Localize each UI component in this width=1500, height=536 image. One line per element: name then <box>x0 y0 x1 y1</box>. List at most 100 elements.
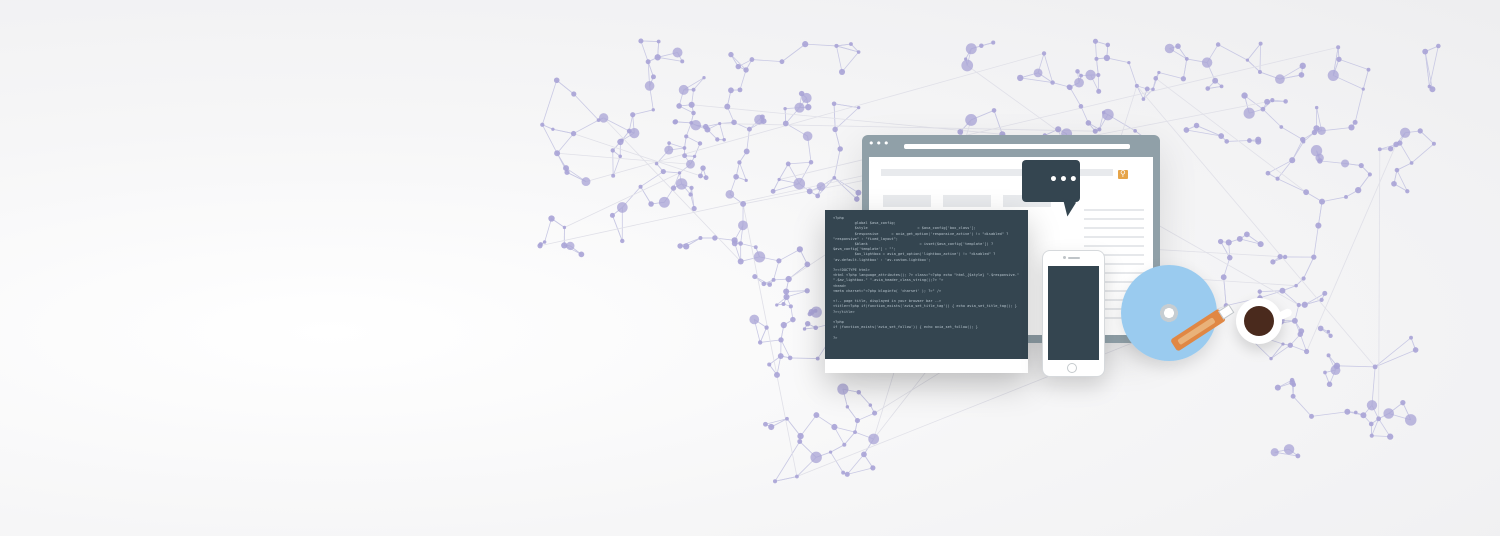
code-pane: <?php global $ava_config; $style = $ava_… <box>825 210 1028 359</box>
network-node <box>801 92 812 104</box>
network-node <box>1215 42 1221 47</box>
network-node <box>1317 126 1326 136</box>
network-node <box>813 325 819 331</box>
network-link <box>776 355 782 376</box>
network-link <box>993 110 1003 135</box>
network-node <box>571 91 577 97</box>
network-link <box>778 163 789 180</box>
network-node <box>1431 141 1436 146</box>
network-node <box>1270 448 1279 457</box>
network-node <box>715 137 720 142</box>
network-link <box>675 121 692 124</box>
network-node <box>1372 364 1378 370</box>
network-link <box>1207 85 1222 89</box>
network-link <box>841 51 859 73</box>
network-node <box>783 293 790 301</box>
network-node <box>609 212 615 218</box>
network-node <box>1366 67 1371 72</box>
network-node <box>1220 274 1227 281</box>
code-editor-window: <?php global $ava_config; $style = $ava_… <box>825 210 1028 373</box>
network-node <box>965 43 977 55</box>
network-node <box>738 241 743 246</box>
network-node <box>1201 57 1213 68</box>
network-link <box>556 79 575 95</box>
network-link <box>1270 343 1284 359</box>
network-node <box>1317 325 1324 332</box>
network-node <box>1096 72 1101 78</box>
network-node <box>1369 433 1374 438</box>
network-node <box>753 245 758 250</box>
network-node <box>1225 239 1232 246</box>
network-node <box>1274 384 1281 391</box>
network-node <box>1304 348 1310 355</box>
network-node <box>1303 189 1310 196</box>
network-link <box>668 142 685 149</box>
network-link <box>686 136 701 144</box>
network-link <box>836 43 852 47</box>
network-link <box>1186 129 1222 137</box>
network-node <box>735 63 741 70</box>
network-link-long <box>585 53 1045 182</box>
network-node <box>1367 172 1372 177</box>
network-link <box>632 109 654 116</box>
network-node <box>870 465 876 471</box>
network-node <box>1277 253 1283 260</box>
network-link <box>759 327 767 343</box>
network-node <box>1275 176 1280 181</box>
network-link <box>773 260 780 280</box>
network-node <box>688 101 695 108</box>
network-node <box>629 127 640 139</box>
network-link <box>834 426 856 433</box>
network-node <box>596 118 601 122</box>
network-node <box>808 159 814 165</box>
network-link <box>800 414 817 437</box>
address-bar <box>904 144 1130 149</box>
network-node <box>673 119 679 125</box>
network-node <box>788 304 793 309</box>
network-link <box>1080 106 1089 124</box>
network-node <box>842 442 847 447</box>
network-node <box>849 42 853 46</box>
network-node <box>1102 108 1114 121</box>
network-node <box>731 119 737 126</box>
network-node <box>1245 58 1250 62</box>
network-node <box>1290 393 1296 399</box>
network-link <box>1259 290 1283 299</box>
network-node <box>806 188 813 195</box>
network-node <box>688 192 693 197</box>
network-link <box>1095 41 1097 59</box>
network-node <box>1297 331 1304 337</box>
network-node <box>1387 433 1394 440</box>
network-node <box>1361 87 1365 91</box>
network-node <box>797 439 803 444</box>
network-node <box>540 122 545 127</box>
network-node <box>749 314 760 325</box>
network-link-long <box>742 203 798 477</box>
network-node <box>1133 128 1137 133</box>
network-link-long <box>1136 85 1376 368</box>
network-node <box>1151 87 1155 92</box>
network-node <box>1075 69 1080 74</box>
network-link-long <box>1306 144 1397 352</box>
network-node <box>1096 88 1102 94</box>
network-node <box>581 177 591 187</box>
network-node <box>722 138 726 142</box>
network-node <box>677 171 682 175</box>
network-link <box>1319 160 1346 164</box>
network-node <box>760 118 767 125</box>
network-node <box>692 154 697 159</box>
network-link <box>1424 51 1430 87</box>
network-link <box>739 162 747 181</box>
network-node <box>1319 297 1324 302</box>
network-node <box>551 127 555 131</box>
network-link <box>836 45 859 53</box>
network-link <box>647 61 654 77</box>
network-link <box>786 290 808 298</box>
network-node <box>553 77 560 84</box>
network-link <box>1362 69 1369 90</box>
network-node <box>815 356 820 361</box>
network-node <box>1279 287 1286 294</box>
network-node <box>561 242 568 249</box>
network-link <box>774 441 801 482</box>
network-link <box>1321 196 1347 202</box>
